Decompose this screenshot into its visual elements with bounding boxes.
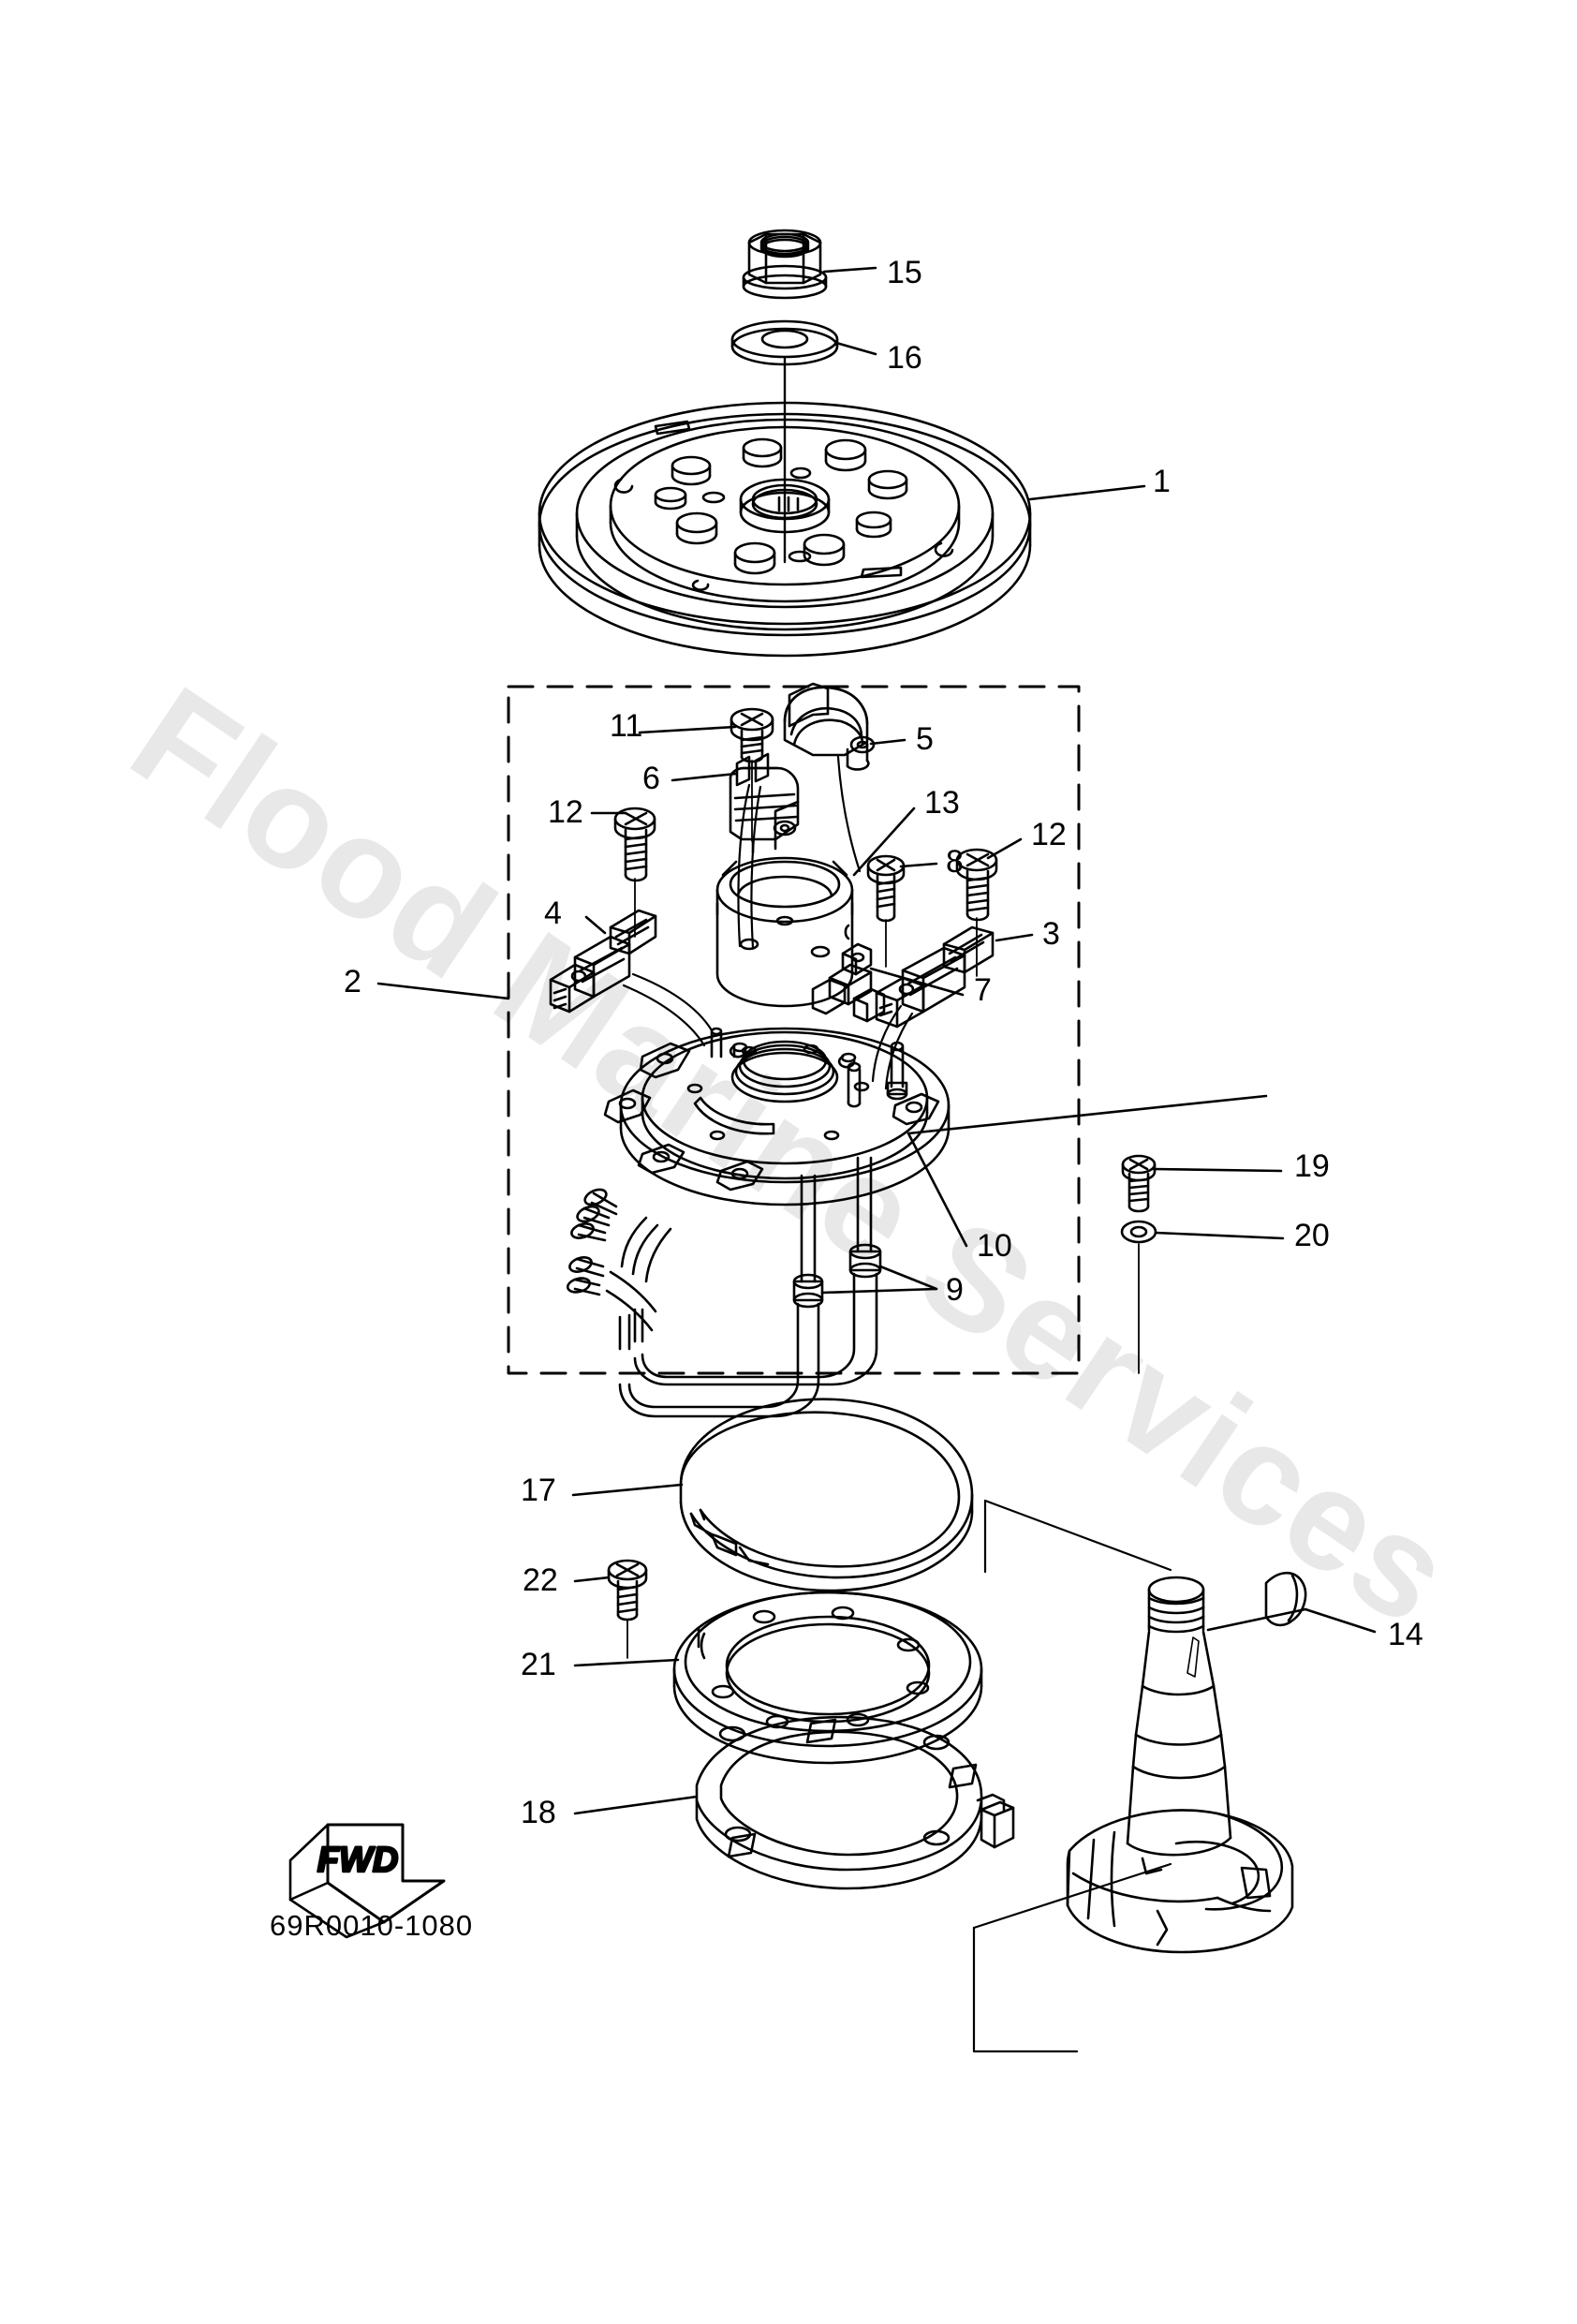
- callout-12-right: 12: [1031, 817, 1067, 852]
- callout-1: 1: [1153, 464, 1171, 499]
- callout-13: 13: [924, 785, 960, 821]
- callout-14: 14: [1388, 1617, 1423, 1652]
- guide-crank-lower-diag: [972, 1862, 1172, 1930]
- wire-pulser-4-b: [622, 984, 706, 1047]
- callout-5: 5: [916, 721, 934, 757]
- part-screw-12-left: [613, 807, 656, 882]
- callout-11: 11: [610, 708, 643, 744]
- callout-7: 7: [974, 972, 992, 1008]
- wire-pulser-4-a: [631, 972, 714, 1032]
- callout-9: 9: [946, 1272, 964, 1308]
- part-charge-coil-6: [729, 752, 800, 854]
- callout-4: 4: [544, 896, 562, 931]
- part-stator-core-13: [715, 856, 854, 1008]
- callout-6: 6: [642, 761, 660, 796]
- callout-16: 16: [887, 340, 922, 376]
- wire-charge-coil-b: [750, 785, 762, 950]
- part-base-plate-10: [603, 1027, 951, 1206]
- part-grommet-9: [618, 1156, 882, 1418]
- callout-18: 18: [521, 1795, 556, 1830]
- callout-3: 3: [1042, 916, 1060, 952]
- part-pulser-coil-4: [549, 909, 657, 1014]
- part-crankshaft-taper: [1066, 1576, 1294, 1954]
- part-snap-ring-17: [679, 1398, 974, 1592]
- part-screw-22: [607, 1559, 648, 1621]
- part-coil-bracket-5: [783, 682, 876, 771]
- callout-10: 10: [977, 1228, 1012, 1264]
- callout-17: 17: [521, 1473, 556, 1508]
- diagram-code: 69R0010-1080: [270, 1909, 474, 1942]
- callout-2: 2: [344, 964, 361, 999]
- callout-12-left: 12: [548, 794, 583, 830]
- callout-8: 8: [946, 844, 964, 880]
- wire-from-bracket-5: [836, 755, 862, 873]
- part-screw-19: [1121, 1154, 1157, 1213]
- fwd-direction-marker: FWD: [288, 1823, 446, 1939]
- wire-harness-bundle: [566, 1188, 672, 1351]
- part-flywheel-rotor-1: [538, 401, 1032, 658]
- part-flange-nut-15: [742, 229, 828, 300]
- callout-15: 15: [887, 255, 922, 290]
- callout-20: 20: [1294, 1218, 1330, 1253]
- part-screw-12-right: [955, 848, 998, 922]
- fwd-text: FWD: [317, 1841, 399, 1880]
- callout-22: 22: [523, 1562, 558, 1598]
- stator-assembly-group-box: [507, 685, 1081, 1375]
- part-washer-20: [1120, 1220, 1157, 1244]
- part-screw-8: [866, 854, 906, 923]
- callout-19: 19: [1294, 1148, 1330, 1184]
- part-woodruff-key-14: [1264, 1571, 1307, 1627]
- wire-charge-coil-a: [737, 783, 751, 948]
- callout-21: 21: [521, 1647, 556, 1682]
- part-wire-clamp-7: [811, 942, 886, 1023]
- guide-crank-upper-diag: [983, 1499, 1172, 1572]
- leader-lines: [376, 266, 1377, 1815]
- guide-crank-lower: [972, 1926, 1079, 2053]
- part-bracket-18: [695, 1715, 1015, 1890]
